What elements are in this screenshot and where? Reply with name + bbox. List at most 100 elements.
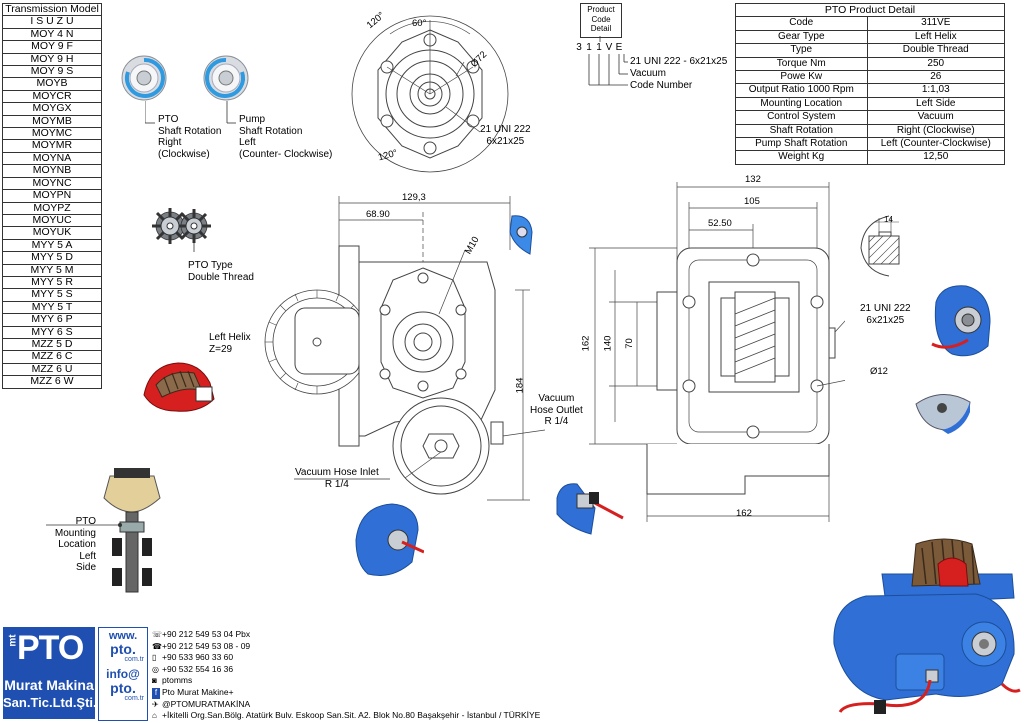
phone-icon: ☏: [152, 630, 163, 639]
product-detail-key: Code: [735, 16, 868, 31]
side-spline-label: 21 UNI 222 6x21x25: [860, 303, 911, 326]
side-dim-132: 132: [745, 174, 761, 185]
product-detail-value: 311VE: [866, 16, 1006, 31]
side-dim-52: 52.50: [708, 218, 732, 229]
vacuum-inlet-leader: [294, 478, 390, 480]
product-detail-value: 250: [866, 56, 1006, 72]
product-detail-value: Double Thread: [866, 43, 1006, 58]
product-detail-key: Torque Nm: [735, 56, 868, 72]
facebook-icon: f: [152, 687, 160, 699]
transmission-model-row: MYY 5 M: [2, 263, 102, 277]
contact-phone: ☏+90 212 549 53 04 Pbx: [152, 629, 540, 641]
product-detail-value: 1:1,03: [866, 83, 1006, 98]
mounting-leader: [46, 523, 122, 527]
transmission-model-row: MOYNC: [2, 176, 102, 191]
mobile-icon: ▯: [152, 653, 157, 663]
footer-web-box: www. pto. com.tr info@ pto. com.tr: [98, 627, 148, 721]
contact-instagram-text[interactable]: ptomms: [162, 675, 193, 686]
front-dim-width: 129,3: [402, 192, 426, 203]
product-detail-key: Pump Shaft Rotation: [735, 137, 868, 152]
web-url-bot: com.tr: [124, 656, 144, 663]
web-url-top: www.: [108, 630, 138, 642]
transmission-model-row: MYY 5 A: [2, 238, 102, 253]
truck-chassis-image: [103, 468, 161, 593]
product-detail-key: Powe Kw: [735, 70, 868, 85]
product-detail-key: Control System: [735, 110, 868, 125]
flange-drawing: [351, 15, 509, 173]
flange-angle-top: 60°: [412, 18, 427, 29]
contact-twitter-text[interactable]: @PTOMURATMAKİNA: [162, 698, 251, 709]
transmission-model-row: MOYPZ: [2, 201, 102, 215]
vacuum-hose-outlet-label: Vacuum Hose Outlet R 1/4: [530, 393, 583, 427]
spline-hub-image: [509, 215, 533, 255]
transmission-model-row: MOYB: [2, 77, 102, 91]
code-char-2: 1: [586, 42, 592, 53]
transmission-model-row: MOYGX: [2, 102, 102, 116]
side-hole-diameter: Ø12: [870, 366, 888, 377]
transmission-model-row: MZZ 5 D: [2, 337, 102, 352]
transmission-model-row: MOYUK: [2, 226, 102, 240]
transmission-model-row: MOYNA: [2, 151, 102, 166]
code-char-4: V: [605, 42, 613, 53]
code-char-5: E: [615, 42, 623, 53]
whatsapp-icon: ◎: [152, 664, 159, 674]
product-detail-key: Type: [735, 43, 868, 58]
code-char-1: 3: [576, 42, 582, 53]
transmission-model-row: MYY 5 T: [2, 300, 102, 315]
code-legend-vacuum: Vacuum: [630, 68, 666, 79]
pump-rotation-label: Pump Shaft Rotation Left (Counter- Clock…: [239, 114, 333, 160]
location-icon: ⌂: [152, 711, 157, 721]
transmission-model-row: MOYNB: [2, 164, 102, 178]
transmission-model-row: MYY 5 D: [2, 251, 102, 265]
spline-output-image: [931, 285, 991, 357]
product-detail-value: Vacuum: [866, 110, 1006, 125]
contact-whatsapp: ◎+90 532 554 16 36: [152, 664, 540, 676]
contact-address-text: +İkitelli Org.San.Bölg. Atatürk Bulv. Es…: [162, 710, 541, 721]
footer-logo-box: mt PTO Murat Makina San.Tic.Ltd.Şti.: [3, 627, 97, 719]
transmission-model-row: MOYPN: [2, 189, 102, 203]
rotation-leaders: [145, 101, 236, 124]
product-detail-value: 26: [866, 70, 1006, 85]
contact-twitter[interactable]: ✈@PTOMURATMAKİNA: [152, 699, 540, 711]
product-detail-value: Right (Clockwise): [866, 123, 1006, 139]
code-detail-box: Product Code Detail: [580, 3, 622, 38]
contact-instagram[interactable]: ◙ptomms: [152, 675, 540, 687]
transmission-model-row: MOY 4 N: [2, 27, 102, 42]
email-bot: com.tr: [124, 695, 144, 702]
product-detail-key: Weight Kg: [735, 150, 868, 165]
flange-spline-label: 21 UNI 222 6x21x25: [480, 124, 531, 147]
fax-icon: ☎: [152, 641, 162, 651]
transmission-model-row: MZZ 6 C: [2, 350, 102, 364]
code-detail-leaders: [588, 36, 628, 86]
contact-phone-text: +90 212 549 53 04 Pbx: [162, 629, 251, 639]
transmission-model-row: MOY 9 H: [2, 52, 102, 67]
company-name-line1: Murat Makina: [4, 677, 94, 693]
transmission-model-row: I S U Z U: [2, 15, 102, 29]
front-dim-half: 68.90: [366, 209, 390, 220]
code-legend-spline: 21 UNI 222 - 6x21x25: [630, 56, 728, 67]
contact-mobile-text: +90 533 960 33 60: [162, 652, 234, 663]
transmission-model-row: MZZ 6 W: [2, 375, 102, 389]
transmission-model-row: MZZ 6 U: [2, 362, 102, 377]
pto-product-image: [833, 538, 1021, 714]
pto-rotation-label: PTO Shaft Rotation Right (Clockwise): [158, 114, 222, 160]
contact-facebook-text[interactable]: Pto Murat Makine+: [162, 686, 234, 697]
contact-mobile: ▯ +90 533 960 33 60: [152, 652, 540, 664]
code-legend-code-number: Code Number: [630, 80, 693, 91]
product-detail-value: 12,50: [866, 150, 1006, 165]
transmission-model-row: MYY 5 R: [2, 275, 102, 290]
transmission-model-row: MOYMC: [2, 127, 102, 141]
pump-rotation-icon: [203, 55, 249, 101]
transmission-model-row: MOY 9 F: [2, 40, 102, 54]
